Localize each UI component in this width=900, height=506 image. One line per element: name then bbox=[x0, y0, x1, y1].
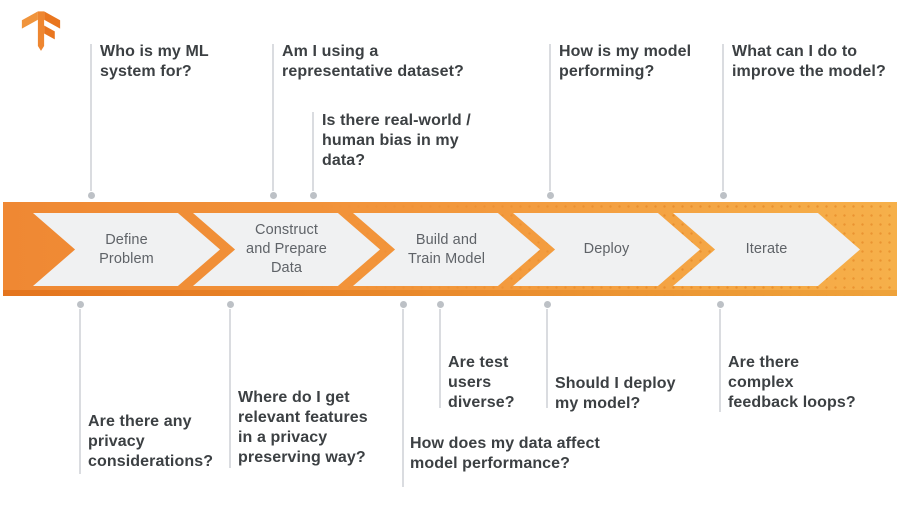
bottom-question-data-affect-performance: How does my data affect model performanc… bbox=[410, 435, 600, 472]
connector-dot bbox=[88, 192, 95, 199]
pipeline-step-build-train-model: Build and Train Model bbox=[353, 213, 540, 286]
connector-dot bbox=[77, 301, 84, 308]
pipeline-step-construct-prepare-data: Construct and Prepare Data bbox=[193, 213, 380, 286]
connector-line bbox=[272, 44, 274, 191]
connector-dot bbox=[717, 301, 724, 308]
tensorflow-logo-icon bbox=[21, 11, 61, 51]
connector-line bbox=[439, 309, 441, 408]
pipeline-step-iterate: Iterate bbox=[673, 213, 860, 286]
connector-line bbox=[402, 309, 404, 487]
top-question-representative-dataset: Am I using a representative dataset? bbox=[282, 43, 464, 80]
connector-dot bbox=[400, 301, 407, 308]
connector-dot bbox=[270, 192, 277, 199]
connector-line bbox=[549, 44, 551, 191]
pipeline-step-deploy: Deploy bbox=[513, 213, 700, 286]
connector-dot bbox=[547, 192, 554, 199]
bottom-question-relevant-features: Where do I get relevant features in a pr… bbox=[238, 389, 368, 466]
step-label: Construct and Prepare Data bbox=[246, 222, 327, 276]
bottom-question-feedback-loops: Are there complex feedback loops? bbox=[728, 354, 856, 411]
connector-dot bbox=[310, 192, 317, 199]
connector-line bbox=[90, 44, 92, 191]
connector-line bbox=[719, 309, 721, 412]
bottom-question-should-deploy: Should I deploy my model? bbox=[555, 375, 676, 412]
connector-line bbox=[312, 112, 314, 191]
bottom-question-test-users-diverse: Are test users diverse? bbox=[448, 354, 515, 411]
pipeline-band: Define Problem Construct and Prepare Dat… bbox=[3, 202, 897, 296]
top-question-improve-model: What can I do to improve the model? bbox=[732, 43, 886, 80]
top-question-model-performing: How is my model performing? bbox=[559, 43, 692, 80]
pipeline-step-define-problem: Define Problem bbox=[33, 213, 220, 286]
step-label: Build and Train Model bbox=[407, 231, 486, 267]
bottom-question-privacy-considerations: Are there any privacy considerations? bbox=[88, 413, 214, 470]
step-label: Define Problem bbox=[99, 231, 154, 267]
connector-dot bbox=[544, 301, 551, 308]
connector-dot bbox=[227, 301, 234, 308]
step-label: Deploy bbox=[583, 241, 630, 257]
connector-line bbox=[722, 44, 724, 191]
step-label: Iterate bbox=[745, 241, 788, 257]
connector-line bbox=[229, 309, 231, 468]
top-question-ml-system-for: Who is my ML system for? bbox=[100, 43, 209, 80]
top-question-real-world-bias: Is there real-world / human bias in my d… bbox=[322, 112, 471, 169]
connector-line bbox=[79, 309, 81, 474]
connector-dot bbox=[437, 301, 444, 308]
connector-dot bbox=[720, 192, 727, 199]
connector-line bbox=[546, 309, 548, 408]
